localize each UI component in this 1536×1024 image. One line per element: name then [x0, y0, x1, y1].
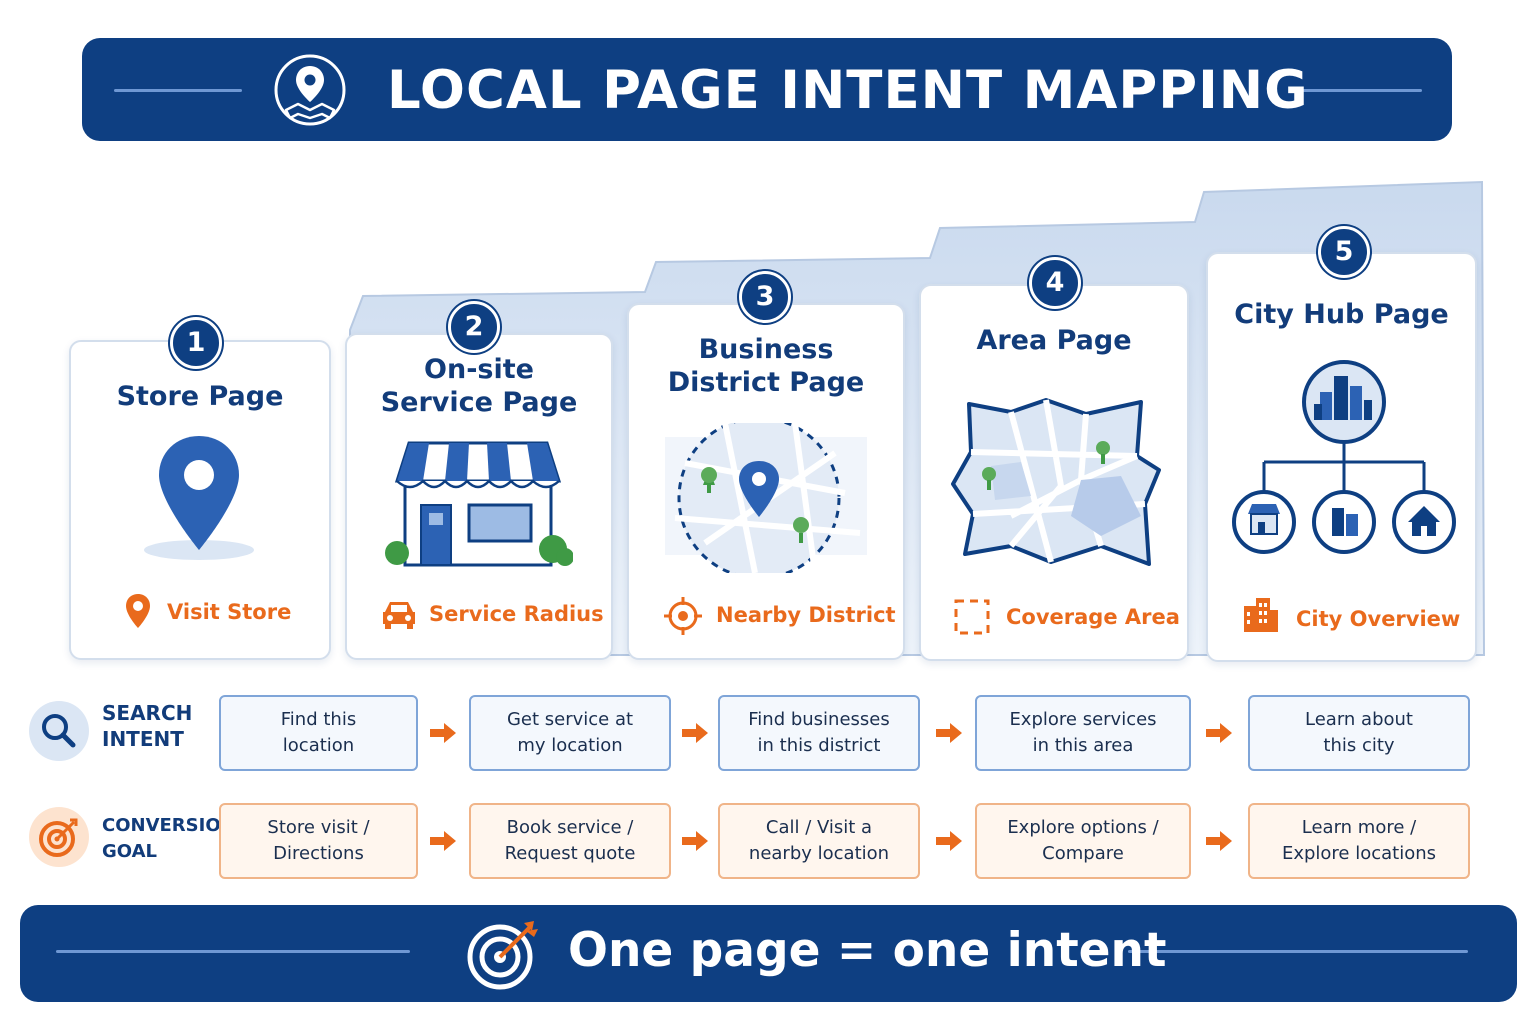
banner-line-right — [1294, 89, 1422, 92]
title-banner: LOCAL PAGE INTENT MAPPING — [82, 38, 1452, 141]
card-area-page[interactable]: Area Page Coverage Area — [919, 284, 1189, 661]
card-title: City Hub Page — [1234, 299, 1449, 330]
card-title: Store Page — [116, 381, 284, 412]
card-label: Service Radius — [429, 602, 604, 626]
conversion-goal-box: Book service /Request quote — [469, 803, 671, 879]
card-city-hub-page[interactable]: City Hub Page — [1206, 252, 1477, 662]
buildings-icon — [1244, 598, 1278, 632]
area-map-icon — [951, 398, 1161, 566]
banner-line-left — [56, 950, 410, 953]
arrow-right-icon — [682, 723, 708, 743]
step-badge: 2 — [448, 301, 500, 353]
banner-line-left — [114, 89, 242, 92]
card-label: Coverage Area — [1006, 605, 1180, 629]
card-label: City Overview — [1296, 607, 1461, 631]
arrow-right-icon — [430, 723, 456, 743]
card-label: Nearby District — [716, 603, 896, 627]
footer-tagline: One page = one intent — [568, 923, 1167, 978]
arrow-right-icon — [430, 831, 456, 851]
district-map-icon — [665, 423, 867, 573]
search-icon — [29, 701, 89, 761]
crosshair-icon — [664, 597, 702, 635]
target-icon — [29, 807, 89, 867]
step-badge: 1 — [170, 317, 222, 369]
conversion-goal-box: Learn more /Explore locations — [1248, 803, 1470, 879]
footer-banner: One page = one intent — [20, 905, 1517, 1002]
step-badge: 4 — [1029, 257, 1081, 309]
arrow-right-icon — [936, 723, 962, 743]
card-store-page[interactable]: Store Page Visit Store — [69, 340, 331, 660]
car-icon — [383, 602, 415, 629]
storefront-icon — [385, 441, 573, 567]
pin-icon — [126, 594, 150, 628]
conversion-goal-box: Store visit /Directions — [219, 803, 418, 879]
map-pin-icon — [144, 436, 254, 560]
card-title: Area Page — [976, 325, 1132, 356]
dashed-square-icon — [954, 599, 990, 635]
step-badge: 5 — [1318, 226, 1370, 278]
arrow-right-icon — [936, 831, 962, 851]
card-label: Visit Store — [167, 600, 292, 624]
page-title: LOCAL PAGE INTENT MAPPING — [387, 60, 1309, 121]
arrow-right-icon — [1206, 831, 1232, 851]
step-badge: 3 — [739, 271, 791, 323]
banner-line-right — [1128, 950, 1468, 953]
bullseye-icon — [467, 921, 538, 990]
conversion-goal-box: Explore options /Compare — [975, 803, 1191, 879]
map-location-icon — [274, 54, 346, 126]
city-hierarchy-icon — [1232, 360, 1456, 554]
arrow-right-icon — [682, 831, 708, 851]
arrow-right-icon — [1206, 723, 1232, 743]
